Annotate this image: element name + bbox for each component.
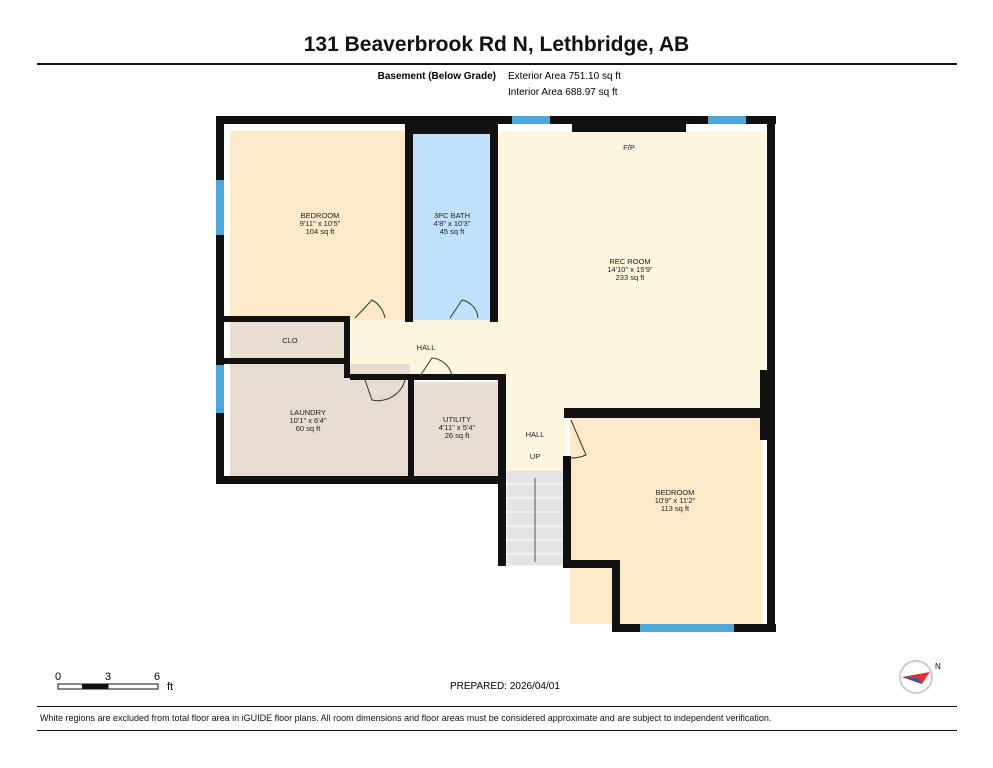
hall2-name: HALL <box>526 430 545 439</box>
room-hall-2 <box>500 378 566 470</box>
room-bedroom-1 <box>230 131 408 321</box>
stairs-up-label: UP <box>530 452 540 461</box>
bedroom2-dims: 10'9" x 11'2" <box>655 496 696 505</box>
laundry-name: LAUNDRY <box>290 408 326 417</box>
bedroom2-name: BEDROOM <box>656 488 695 497</box>
scale-bar <box>57 683 159 690</box>
disclaimer: White regions are excluded from total fl… <box>40 713 772 723</box>
exterior-area: Exterior Area 751.10 sq ft <box>508 71 621 82</box>
laundry-dims: 10'1" x 6'4" <box>290 416 327 425</box>
rec-dims: 14'10" x 15'9" <box>607 265 653 274</box>
footer-divider <box>37 706 957 707</box>
room-utility <box>414 382 500 476</box>
room-closet <box>230 322 346 358</box>
doors <box>354 299 587 459</box>
compass-icon <box>899 660 933 694</box>
bedroom1-name: BEDROOM <box>301 211 340 220</box>
rec-name: REC ROOM <box>609 257 650 266</box>
rec-area: 233 sq ft <box>616 273 646 282</box>
footer-divider-bottom <box>37 730 957 731</box>
scale-tick-3: 3 <box>105 671 112 683</box>
bath-name: 3PC BATH <box>434 211 470 220</box>
hall-name: HALL <box>417 343 436 352</box>
bath-area: 45 sq ft <box>440 227 466 236</box>
room-bedroom-2 <box>570 418 762 624</box>
room-laundry <box>230 364 410 476</box>
level-label: Basement (Below Grade) <box>377 71 496 82</box>
header-divider <box>37 63 957 65</box>
scale-tick-0: 0 <box>55 671 62 683</box>
room-rec <box>496 131 766 411</box>
interior-area: Interior Area 688.97 sq ft <box>508 87 618 98</box>
scale-unit: ft <box>167 681 174 693</box>
windows <box>216 116 746 632</box>
bedroom1-dims: 9'11" x 10'5" <box>300 219 341 228</box>
stairs <box>505 469 565 567</box>
prepared-date: PREPARED: 2026/04/01 <box>450 681 560 692</box>
bath-dims: 4'8" x 10'3" <box>434 219 471 228</box>
utility-name: UTILITY <box>443 415 471 424</box>
laundry-area: 60 sq ft <box>296 424 322 433</box>
bedroom2-area: 113 sq ft <box>661 504 690 513</box>
utility-area: 26 sq ft <box>445 431 471 440</box>
fireplace-label: F/P <box>623 143 635 152</box>
compass-north-label: N <box>935 662 941 671</box>
room-bath <box>412 133 494 321</box>
closet-name: CLO <box>282 336 298 345</box>
page-title: 131 Beaverbrook Rd N, Lethbridge, AB <box>303 33 690 56</box>
bedroom1-area: 104 sq ft <box>306 227 336 236</box>
utility-dims: 4'11" x 5'4" <box>439 423 476 432</box>
scale-tick-6: 6 <box>154 671 161 683</box>
